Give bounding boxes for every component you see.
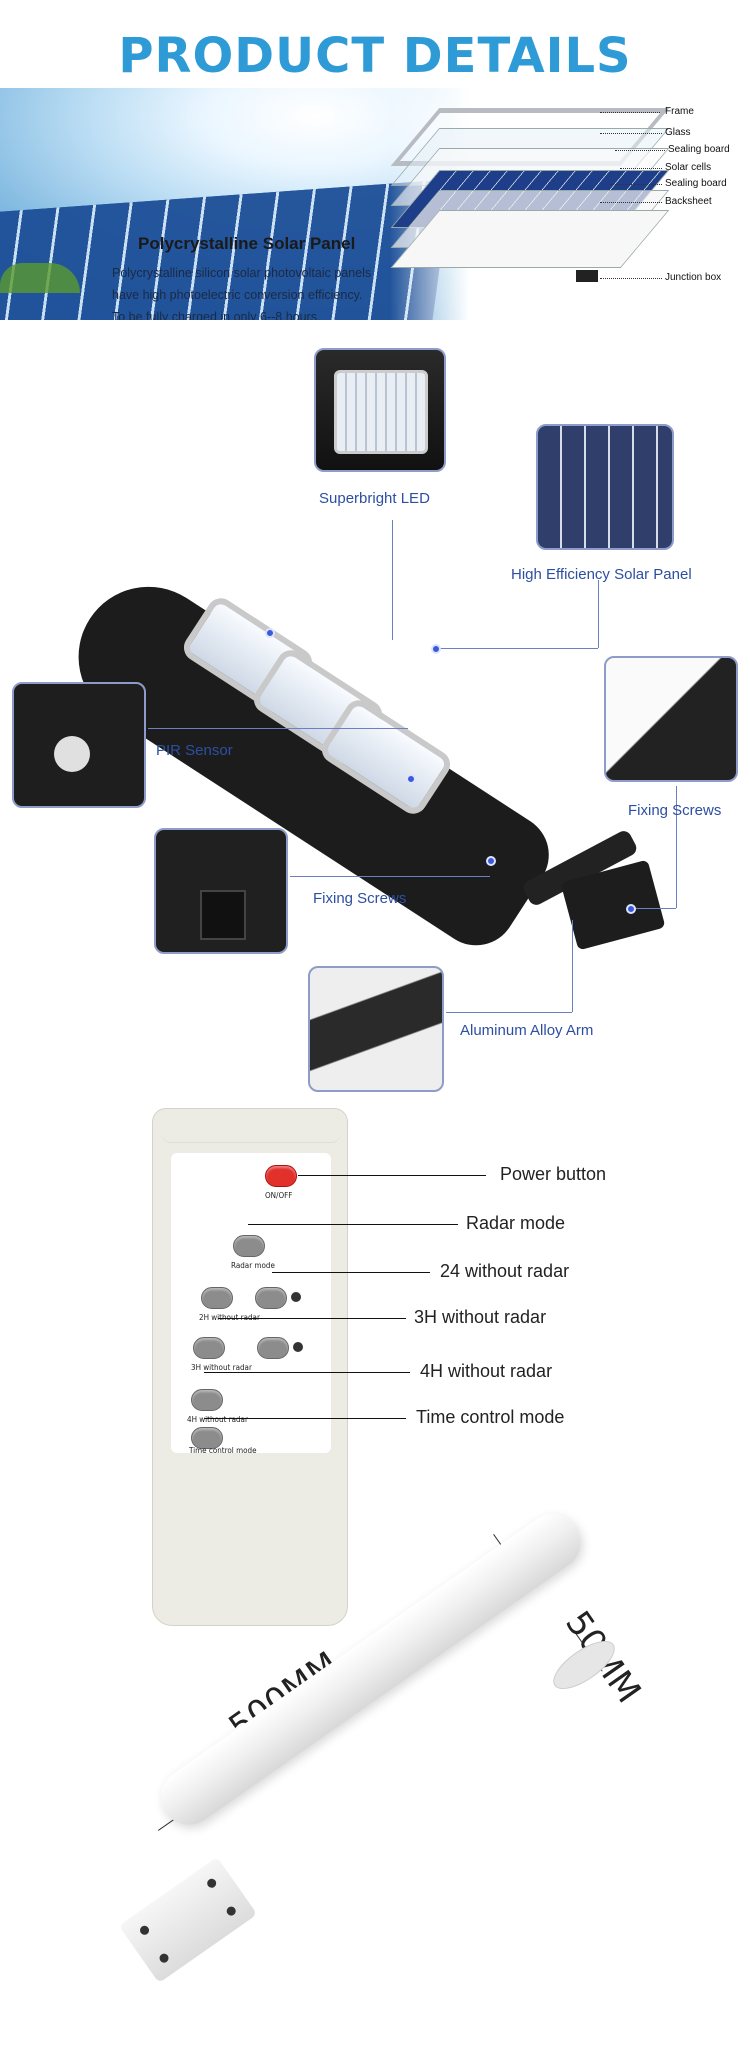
- banner-line-2: have high photoelectric conversion effic…: [112, 288, 363, 302]
- mounting-base-image: [118, 1856, 258, 1984]
- screws-left-leader: [290, 876, 490, 877]
- 2h-secondary-button[interactable]: [255, 1287, 287, 1309]
- sealing2-leader: [610, 184, 662, 185]
- aluminum-arm-thumbnail: [308, 966, 444, 1092]
- banner-heading: Polycrystalline Solar Panel: [138, 234, 356, 253]
- on-off-button[interactable]: [265, 1165, 297, 1187]
- 4h-without-radar-callout: 4H without radar: [420, 1361, 553, 1381]
- backsheet-label: Backsheet: [665, 196, 712, 207]
- 2h-without-radar-label: 2H without radar: [199, 1313, 260, 1322]
- 2h-without-radar-button[interactable]: [201, 1287, 233, 1309]
- time-control-mode-button[interactable]: [191, 1427, 223, 1449]
- fixing-screws-thumbnail-right: [604, 656, 738, 782]
- base-hole-1: [138, 1924, 151, 1937]
- page-title: PRODUCT DETAILS: [118, 28, 632, 84]
- pir-sensor-thumbnail: [12, 682, 146, 808]
- glass-label: Glass: [665, 127, 691, 138]
- base-hole-4: [224, 1904, 238, 1918]
- banner-line-3: To be fully charged in only 6--8 hours.: [112, 310, 321, 320]
- 3h-without-radar-label: 3H without radar: [191, 1363, 252, 1372]
- radar-mode-button-label: Radar mode: [231, 1261, 275, 1270]
- cells-leader: [620, 168, 662, 169]
- 3h-without-radar-callout: 3H without radar: [414, 1307, 547, 1327]
- 4h-without-radar-label: 4H without radar: [187, 1415, 248, 1424]
- moon-icon: [293, 1342, 303, 1352]
- banner-line-1: Polycrystalline silicon solar photovolta…: [112, 266, 372, 280]
- 24-without-radar-callout: 24 without radar: [440, 1261, 570, 1281]
- power-button-callout: Power button: [500, 1164, 607, 1184]
- glass-leader: [600, 133, 662, 134]
- radar-mode-callout: Radar mode: [466, 1213, 566, 1233]
- remote-face: ON/OFF Radar mode 2H without radar 3H wi…: [171, 1153, 331, 1455]
- solar-panel-label: High Efficiency Solar Panel: [511, 566, 692, 583]
- led-leader: [392, 520, 393, 640]
- screws-right-leader-v: [676, 786, 677, 908]
- power-leader: [298, 1175, 486, 1176]
- pir-marker: [406, 774, 416, 784]
- solar-panel-thumbnail: [536, 424, 674, 550]
- arm-leader-h: [446, 1012, 572, 1013]
- 3h-leader: [218, 1318, 406, 1319]
- sealing-board-label: Sealing board: [668, 144, 730, 155]
- led-thumbnail: [314, 348, 446, 472]
- panel-leader-v: [598, 580, 599, 648]
- panel-marker: [431, 644, 441, 654]
- sealing-leader: [615, 150, 665, 151]
- on-off-label: ON/OFF: [265, 1191, 293, 1200]
- base-hole-3: [205, 1876, 218, 1890]
- time-control-leader: [204, 1418, 406, 1419]
- panel-leader-h: [436, 648, 598, 649]
- screws-right-leader-h: [630, 908, 676, 909]
- 3h-without-radar-button[interactable]: [193, 1337, 225, 1359]
- screws-left-marker: [486, 856, 496, 866]
- 24h-leader: [272, 1272, 430, 1273]
- backsheet-layer: [390, 210, 670, 268]
- 4h-leader: [204, 1372, 410, 1373]
- aluminum-arm-label: Aluminum Alloy Arm: [460, 1022, 594, 1039]
- frame-leader: [600, 112, 660, 113]
- fixing-screws-right-label: Fixing Screws: [628, 802, 722, 819]
- solar-cells-label: Solar cells: [665, 162, 712, 173]
- sealing-board-label-2: Sealing board: [665, 178, 727, 189]
- grass-image: [0, 263, 80, 293]
- pir-sensor-label: PIR Sensor: [156, 742, 233, 759]
- junction-leader: [600, 278, 662, 279]
- base-hole-2: [157, 1951, 171, 1965]
- arm-leader-v: [572, 920, 573, 1012]
- time-control-mode-label: Time control mode: [189, 1446, 257, 1455]
- screws-right-marker: [626, 904, 636, 914]
- fixing-screws-thumbnail-left: [154, 828, 288, 954]
- superbright-led-label: Superbright LED: [319, 490, 430, 507]
- led-marker: [265, 628, 275, 638]
- radar-leader: [248, 1224, 458, 1225]
- sun-icon: [291, 1292, 301, 1302]
- solar-panel-banner: Polycrystalline Solar Panel Polycrystall…: [0, 88, 750, 320]
- remote-top-edge: [161, 1115, 341, 1143]
- 3h-secondary-button[interactable]: [257, 1337, 289, 1359]
- junction-box-image: [576, 270, 598, 282]
- junction-box-label: Junction box: [665, 272, 722, 283]
- fixing-screws-left-label: Fixing Screws: [313, 890, 407, 907]
- frame-label: Frame: [665, 106, 694, 117]
- radar-mode-button[interactable]: [233, 1235, 265, 1257]
- pir-leader: [148, 728, 408, 729]
- backsheet-leader: [600, 202, 662, 203]
- remote-control-image: ON/OFF Radar mode 2H without radar 3H wi…: [152, 1108, 348, 1626]
- 4h-without-radar-button[interactable]: [191, 1389, 223, 1411]
- time-control-mode-callout: Time control mode: [416, 1407, 565, 1427]
